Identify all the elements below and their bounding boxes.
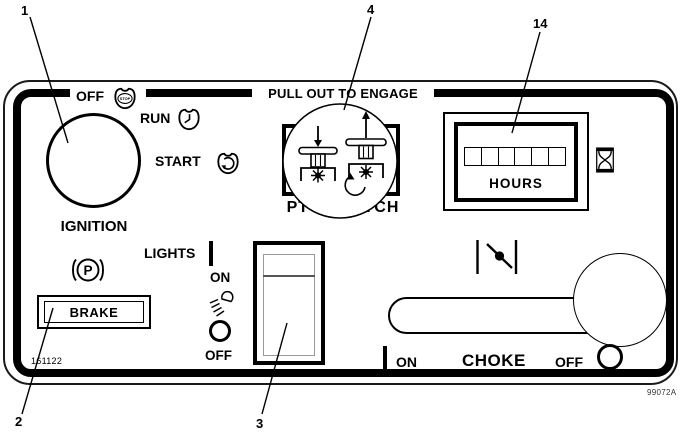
hour-digit-cell [482,148,499,165]
border-gap-engage [252,87,434,99]
callout-1: 1 [21,3,29,18]
rocker-divider [263,275,315,277]
callout-14: 14 [533,16,548,31]
callout-2: 2 [15,414,23,429]
hour-meter-digits [464,147,566,166]
key-stop-text: STOP [120,97,131,101]
choke-off-circle-icon [597,344,623,370]
choke-plate-icon [476,240,518,274]
brake-indicator-window: BRAKE [44,301,144,323]
on-bar-icon [209,241,213,266]
choke-label: CHOKE [462,351,526,370]
ignition-start-label: START [155,153,201,169]
ignition-off-label: OFF [76,88,104,104]
hour-digit-cell [515,148,533,165]
hour-digit-cell [532,148,550,165]
choke-on-bar-icon [383,346,387,372]
ignition-label: IGNITION [60,218,128,235]
ignition-run-label: RUN [140,110,171,126]
pto-push-disengage-icon [298,126,338,183]
choke-on-label: ON [396,354,417,370]
pull-out-to-engage-label: PULL OUT TO ENGAGE [268,86,418,101]
panel-outer-border [3,80,678,385]
pto-detail-circle[interactable] [281,102,399,220]
callout-4: 4 [367,2,375,17]
lights-rocker-face[interactable] [263,254,315,356]
parking-symbol: P [83,263,92,278]
brake-indicator[interactable] [37,295,151,329]
lights-off-label: OFF [205,348,232,363]
brake-label: BRAKE [69,304,119,320]
callout-3: 3 [256,416,264,431]
key-run-icon [178,108,200,131]
choke-off-label: OFF [555,354,583,370]
lights-label: LIGHTS [144,245,196,261]
headlight-icon [209,290,234,317]
figure-code: 99072A [647,388,677,397]
ignition-knob[interactable] [46,113,141,208]
part-number: 161122 [31,356,63,366]
blade-rotation-icon [344,172,366,196]
hour-digit-cell [549,148,565,165]
parking-brake-icon: P [72,258,104,282]
choke-knob[interactable] [573,253,667,347]
hour-digit-cell [499,148,516,165]
off-circle-icon [209,320,231,342]
hour-digit-cell [465,148,482,165]
lights-on-label: ON [210,270,231,285]
key-stop-icon: STOP [114,87,136,110]
pto-pull-engage-icon [344,111,387,196]
key-start-icon [217,152,239,175]
hours-label: HOURS [489,176,543,191]
hourglass-icon [596,147,614,173]
